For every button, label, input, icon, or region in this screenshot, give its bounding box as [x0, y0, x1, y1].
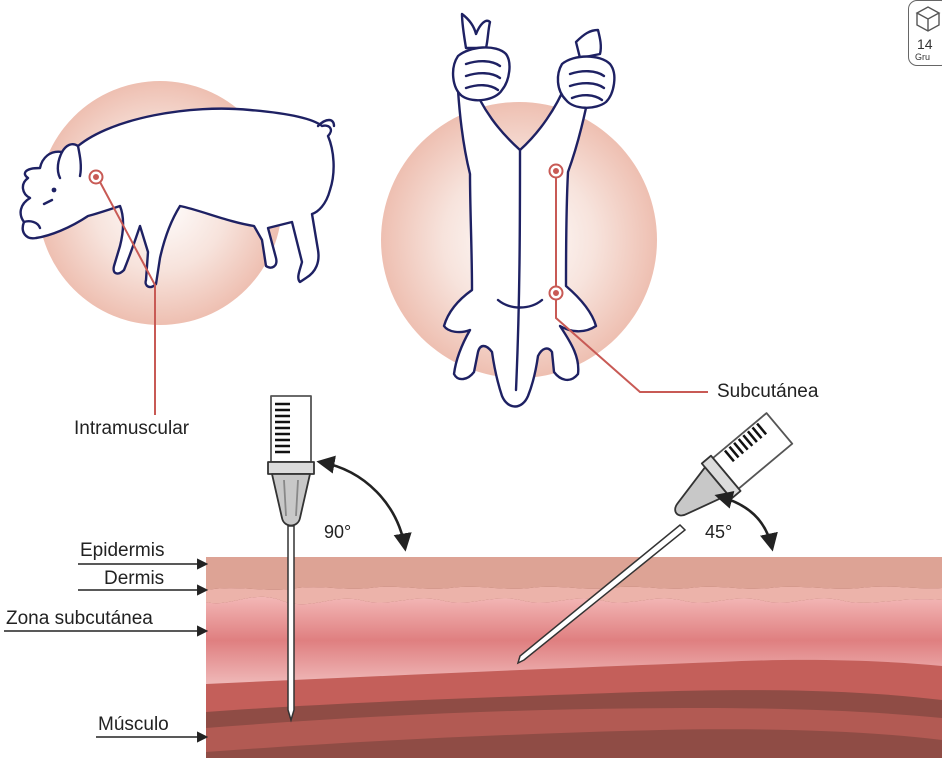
label-zona-subcutanea: Zona subcutánea — [6, 608, 153, 630]
angled-syringe-icon — [662, 411, 794, 532]
label-epidermis: Epidermis — [80, 540, 164, 562]
angle-90-label: 90° — [324, 521, 351, 543]
syringe-icon — [268, 396, 314, 526]
label-musculo: Músculo — [98, 714, 169, 736]
label-subcutanea: Subcutánea — [717, 381, 818, 403]
label-intramuscular: Intramuscular — [74, 418, 189, 440]
needle-icon — [288, 526, 294, 720]
skin-cross-section — [206, 557, 942, 758]
badge-text: Gru — [915, 52, 930, 62]
box-icon — [913, 3, 942, 35]
badge-number: 14 — [917, 37, 933, 51]
hand-icon — [453, 14, 614, 108]
epidermis-layer — [206, 557, 942, 590]
label-dermis: Dermis — [104, 568, 164, 590]
corner-badge: 14 Gru — [908, 0, 942, 66]
angle-45-label: 45° — [705, 521, 732, 543]
